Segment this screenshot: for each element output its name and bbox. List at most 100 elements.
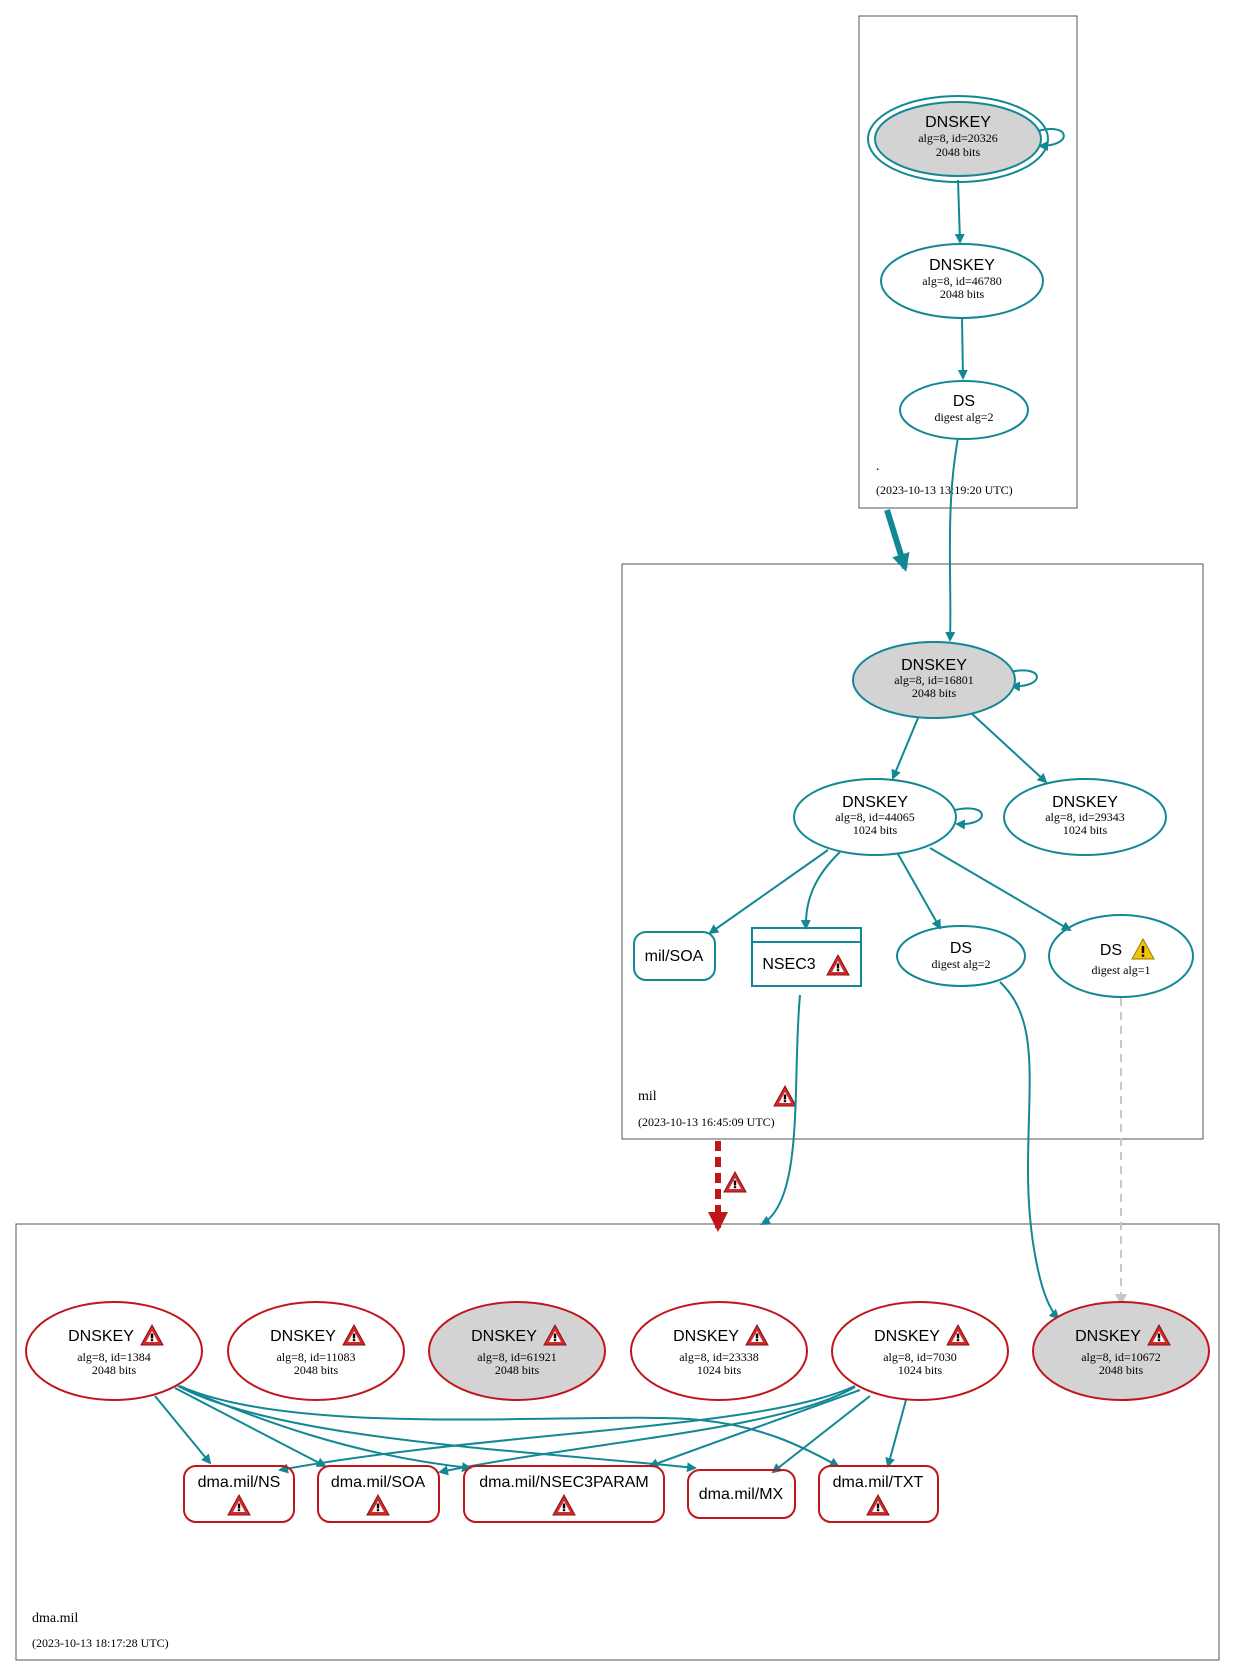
node-key-size: 2048 bits — [940, 287, 985, 301]
node-dma-dnskey-1384[interactable]: DNSKEY alg=8, id=1384 2048 bits — [25, 1301, 203, 1401]
node-title: NSEC3 — [762, 956, 815, 973]
node-mil-dnskey-44065[interactable]: DNSKEY alg=8, id=44065 1024 bits — [793, 778, 957, 856]
warning-icon — [866, 1494, 890, 1516]
edge-dma-k1384-txt — [179, 1385, 840, 1467]
edge-dma-k1384-soa — [174, 1387, 327, 1467]
node-dma-soa[interactable]: dma.mil/SOA — [317, 1465, 440, 1523]
node-key-size: 2048 bits — [1099, 1363, 1144, 1377]
node-alg-id: alg=8, id=10672 — [1081, 1350, 1161, 1364]
warning-icon — [745, 1324, 769, 1346]
node-key-size: 2048 bits — [92, 1363, 137, 1377]
node-digest: digest alg=1 — [1091, 963, 1150, 977]
node-title: DNSKEY — [842, 794, 908, 811]
edge-mil-ksk-zsk1 — [891, 717, 919, 780]
node-title: DS — [1100, 942, 1122, 959]
node-title: DNSKEY — [270, 1328, 336, 1345]
edge-dma-k7030-ns — [278, 1385, 856, 1474]
node-digest: digest alg=2 — [934, 410, 993, 424]
warning-icon — [227, 1494, 251, 1516]
edge-mil-zsk1-nsec3 — [800, 851, 841, 930]
edge-dma-k7030-txt — [885, 1399, 907, 1468]
node-dma-txt[interactable]: dma.mil/TXT — [818, 1465, 939, 1523]
node-root-ds[interactable]: DS digest alg=2 — [899, 380, 1029, 440]
zone-root-label: . — [876, 459, 880, 474]
node-mil-ds-digest1[interactable]: DS digest alg=1 — [1048, 914, 1194, 998]
node-title: dma.mil/TXT — [833, 1474, 924, 1491]
node-mil-dnskey-29343[interactable]: DNSKEY alg=8, id=29343 1024 bits — [1003, 778, 1167, 856]
node-dma-dnskey-7030[interactable]: DNSKEY alg=8, id=7030 1024 bits — [831, 1301, 1009, 1401]
node-title: dma.mil/NS — [198, 1474, 281, 1491]
node-dma-dnskey-61921[interactable]: DNSKEY alg=8, id=61921 2048 bits — [428, 1301, 606, 1401]
zone-mil-label: mil — [638, 1089, 657, 1104]
node-title: DS — [953, 393, 975, 410]
node-title: dma.mil/MX — [699, 1486, 784, 1503]
edge-dma-k1384-ns — [154, 1395, 212, 1465]
warning-icon — [140, 1324, 164, 1346]
node-digest: digest alg=2 — [931, 957, 990, 971]
warning-icon — [1131, 938, 1155, 960]
edge-root-ds-milksk — [945, 437, 959, 642]
node-dma-dnskey-11083[interactable]: DNSKEY alg=8, id=11083 2048 bits — [227, 1301, 405, 1401]
edge-mil-ksk-self — [1009, 669, 1038, 692]
node-title: mil/SOA — [645, 948, 704, 965]
node-dma-ns[interactable]: dma.mil/NS — [183, 1465, 295, 1523]
node-key-size: 2048 bits — [495, 1363, 540, 1377]
warning-icon — [946, 1324, 970, 1346]
edge-mil-zsk1-ds1 — [929, 847, 1072, 932]
node-title: DS — [950, 940, 972, 957]
node-title: DNSKEY — [929, 257, 995, 274]
node-mil-ds-digest2[interactable]: DS digest alg=2 — [896, 925, 1026, 987]
node-title: DNSKEY — [1075, 1328, 1141, 1345]
zone-mil-timestamp: (2023-10-13 16:45:09 UTC) — [638, 1115, 775, 1129]
node-key-size: 1024 bits — [853, 823, 898, 837]
warning-icon — [826, 954, 850, 976]
node-alg-id: alg=8, id=7030 — [883, 1350, 957, 1364]
node-alg-id: alg=8, id=20326 — [918, 131, 998, 145]
node-title: DNSKEY — [901, 657, 967, 674]
node-title: DNSKEY — [471, 1328, 537, 1345]
zone-dma-box — [15, 1223, 1220, 1661]
node-key-size: 2048 bits — [294, 1363, 339, 1377]
edge-mil-ksk-zsk2 — [969, 711, 1048, 784]
node-alg-id: alg=8, id=11083 — [276, 1350, 355, 1364]
node-title: DNSKEY — [925, 114, 991, 131]
node-key-size: 1024 bits — [1063, 823, 1108, 837]
zone-root-box — [858, 15, 1078, 509]
zone-dma-timestamp: (2023-10-13 18:17:28 UTC) — [32, 1636, 169, 1650]
node-title: DNSKEY — [874, 1328, 940, 1345]
node-title: DNSKEY — [1052, 794, 1118, 811]
node-alg-id: alg=8, id=46780 — [922, 274, 1002, 288]
node-mil-soa[interactable]: mil/SOA — [633, 931, 716, 981]
node-root-dnskey-46780[interactable]: DNSKEY alg=8, id=46780 2048 bits — [880, 243, 1044, 319]
edge-dma-k1384-mx — [177, 1385, 697, 1473]
node-mil-dnskey-16801[interactable]: DNSKEY alg=8, id=16801 2048 bits — [852, 641, 1016, 719]
edge-mil-nsec3-dma — [760, 994, 801, 1225]
node-alg-id: alg=8, id=16801 — [894, 673, 974, 687]
node-key-size: 1024 bits — [898, 1363, 943, 1377]
node-mil-nsec3[interactable]: NSEC3 — [751, 927, 862, 987]
node-key-size: 1024 bits — [697, 1363, 742, 1377]
edge-root-zsk-ds — [957, 317, 968, 380]
warning-icon — [366, 1494, 390, 1516]
node-alg-id: alg=8, id=23338 — [679, 1350, 759, 1364]
node-title: DNSKEY — [673, 1328, 739, 1345]
node-root-dnskey-20326[interactable]: DNSKEY alg=8, id=20326 2048 bits — [867, 95, 1049, 183]
edge-dma-k7030-soa — [438, 1386, 856, 1476]
node-dma-nsec3param[interactable]: dma.mil/NSEC3PARAM — [463, 1465, 665, 1523]
edge-dma-k7030-nsec3param — [648, 1389, 861, 1468]
node-dma-dnskey-23338[interactable]: DNSKEY alg=8, id=23338 1024 bits — [630, 1301, 808, 1401]
edge-mil-zsk1-ds2 — [897, 853, 941, 930]
node-dma-mx[interactable]: dma.mil/MX — [687, 1469, 796, 1519]
node-key-size: 2048 bits — [912, 686, 957, 700]
node-alg-id: alg=8, id=61921 — [477, 1350, 557, 1364]
warning-icon — [552, 1494, 576, 1516]
edge-mil-ds2-dma-k10672 — [999, 981, 1060, 1320]
node-title: DNSKEY — [68, 1328, 134, 1345]
edge-root-ksk-zsk — [954, 179, 965, 244]
edge-mil-zsk1-soa — [708, 849, 829, 935]
node-dma-dnskey-10672[interactable]: DNSKEY alg=8, id=10672 2048 bits — [1032, 1301, 1210, 1401]
node-title: dma.mil/SOA — [331, 1474, 426, 1491]
zone-dma-label: dma.mil — [32, 1611, 78, 1626]
edge-mil-zsk1-self — [954, 807, 983, 830]
